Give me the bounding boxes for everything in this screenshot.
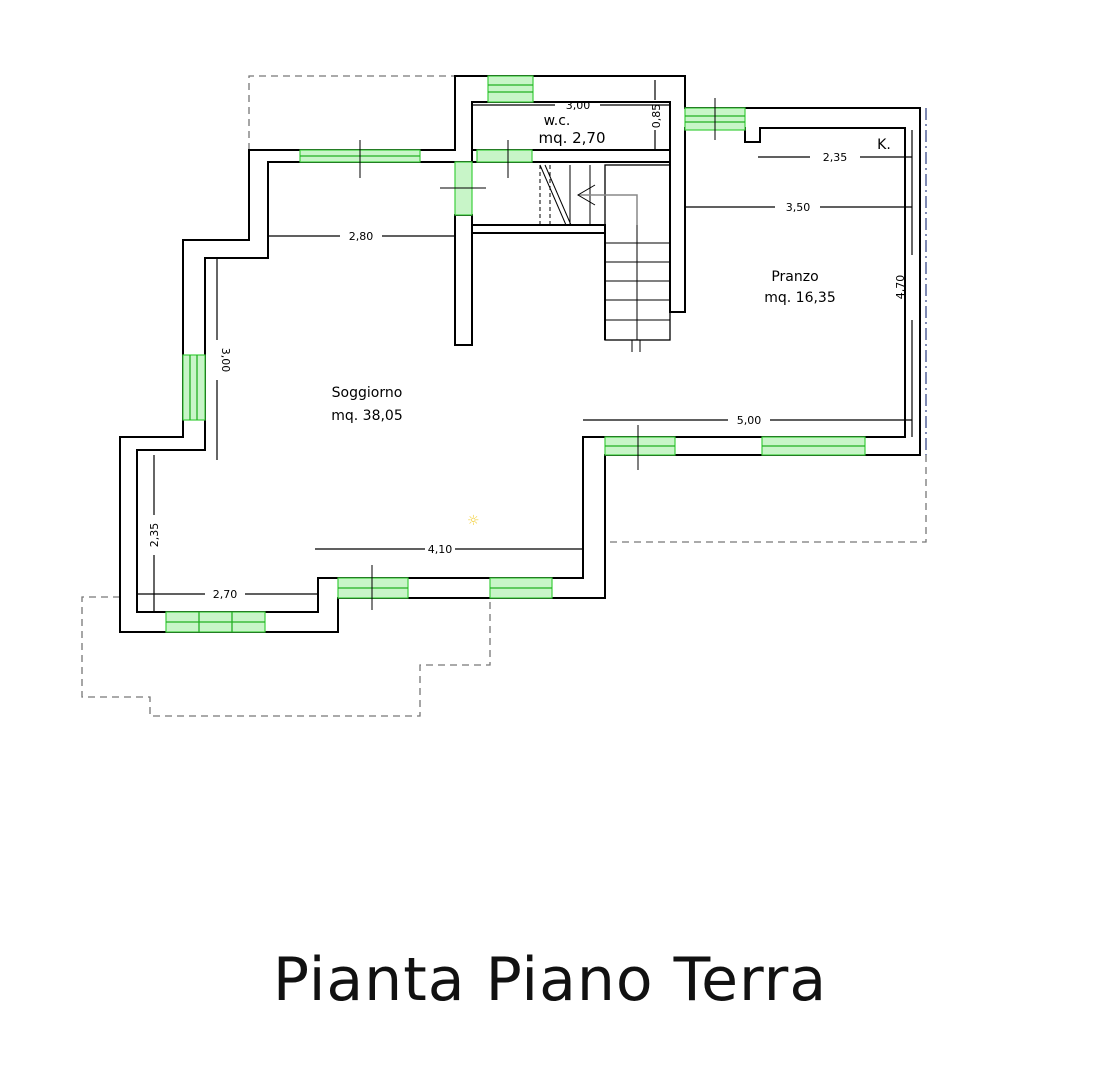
dim-bay-width: 2,70 — [213, 588, 238, 601]
porch-outline-top — [248, 75, 455, 150]
windows — [165, 75, 866, 633]
dim-soggiorno-left: 3,00 — [219, 348, 232, 373]
plan-title: Pianta Piano Terra — [272, 945, 828, 1015]
dim-south-wall: 5,00 — [737, 414, 762, 427]
window — [487, 75, 534, 103]
dim-pranzo-width: 3,50 — [786, 201, 811, 214]
window — [182, 354, 206, 421]
partition-wall — [454, 214, 473, 346]
terrace-outline-south — [605, 455, 927, 543]
room-pranzo-name: Pranzo — [771, 269, 818, 285]
dim-pranzo-depth: 4,70 — [894, 275, 907, 300]
room-soggiorno-area: mq. 38,05 — [331, 408, 403, 424]
terrace-outline-southwest — [81, 596, 491, 717]
sun-icon: ☼ — [467, 513, 480, 529]
room-wc-area: mq. 2,70 — [538, 129, 605, 147]
room-pranzo-area: mq. 16,35 — [764, 290, 836, 306]
dim-soggiorno-top: 2,80 — [349, 230, 374, 243]
dim-wc-width: 3,00 — [566, 99, 591, 112]
staircase — [539, 164, 671, 352]
dimension-lines — [137, 80, 913, 612]
dim-kitchen-width: 2,35 — [823, 151, 848, 164]
dim-bay-height: 2,35 — [148, 523, 161, 548]
window — [476, 149, 533, 163]
dim-soggiorno-bottom: 4,10 — [428, 543, 453, 556]
room-soggiorno-name: Soggiorno — [332, 385, 403, 401]
room-wc-name: w.c. — [544, 113, 571, 129]
dim-wc-depth: 0,85 — [650, 104, 663, 129]
room-kitchen-label: K. — [877, 137, 891, 153]
